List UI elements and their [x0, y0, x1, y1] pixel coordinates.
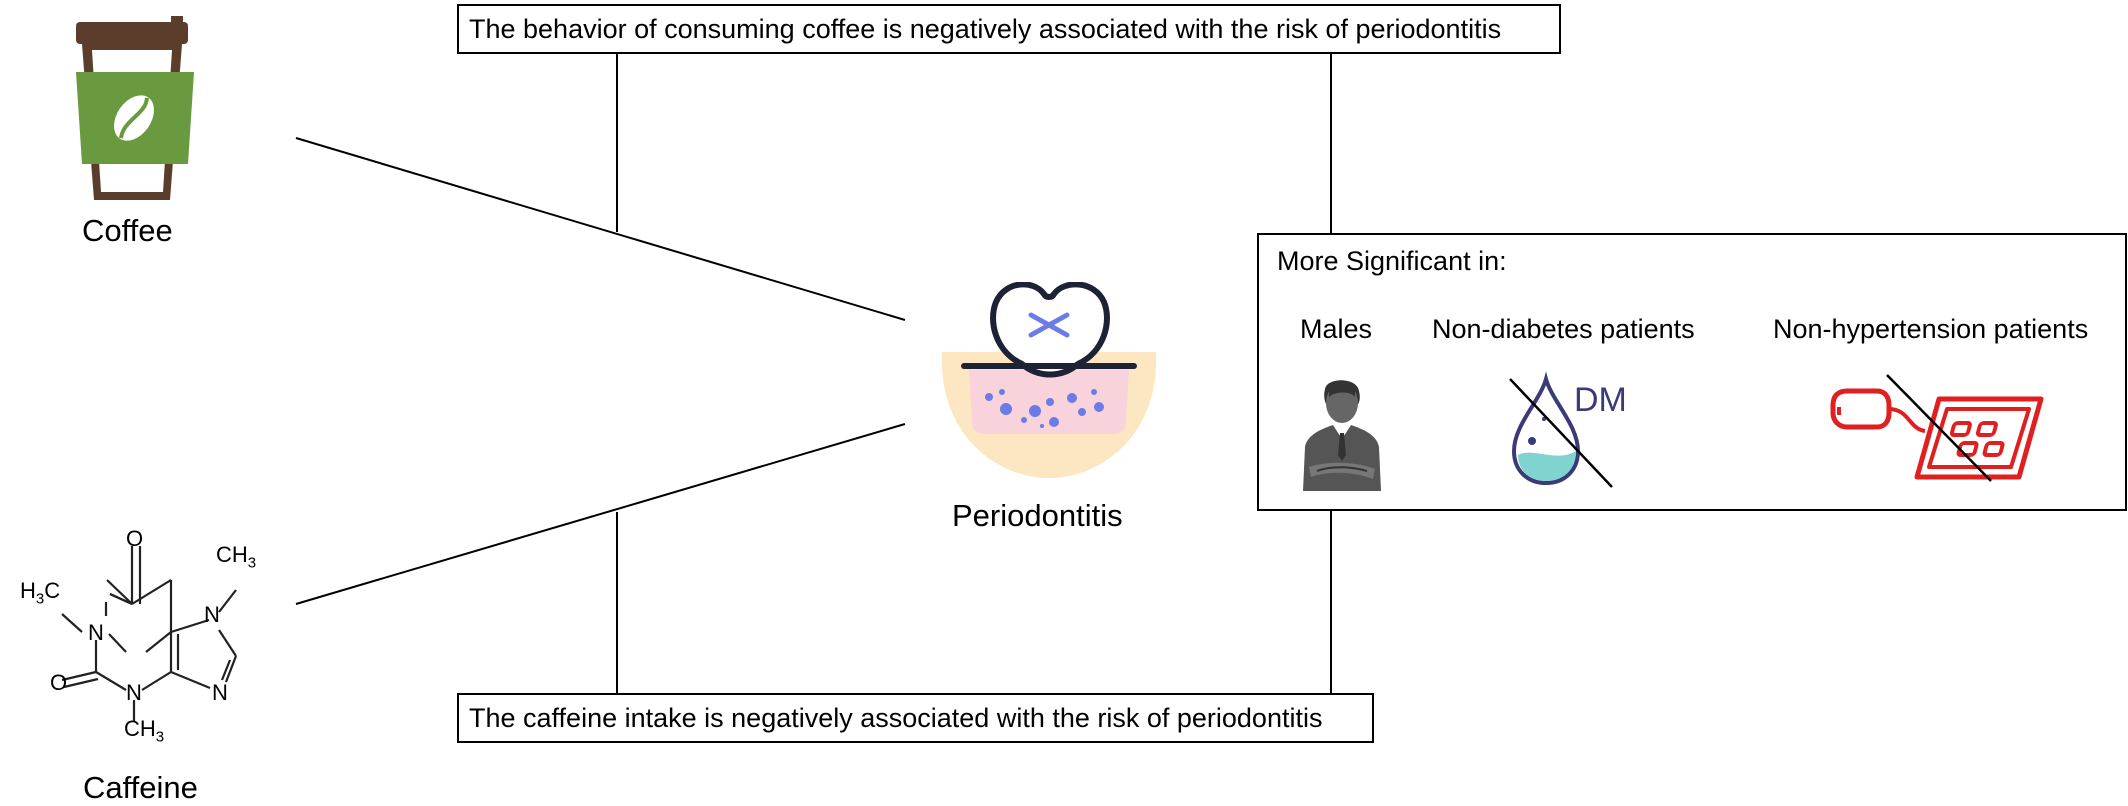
atom-h3c-subscript: 3: [35, 590, 45, 608]
group-non-diabetes-label: Non-diabetes patients: [1432, 314, 1695, 344]
atom-o-left: O: [50, 670, 68, 695]
caffeine-statement-text: The caffeine intake is negatively associ…: [469, 703, 1323, 733]
significance-box: More Significant in: Males Non-diabetes …: [1257, 233, 2127, 511]
atom-h3c-c: C: [44, 578, 61, 603]
atom-o-top: O: [126, 526, 144, 551]
atom-n1: N: [88, 620, 104, 645]
group-non-hypertension-label: Non-hypertension patients: [1773, 314, 2089, 344]
periodontitis-tooth-icon: [941, 282, 1157, 478]
atom-ch3-bottom-text: CH: [124, 716, 156, 741]
coffee-label: Coffee: [82, 213, 173, 248]
atom-n7: N: [204, 602, 220, 627]
atom-n9: N: [212, 680, 228, 705]
atom-ch3-bottom-subscript: 3: [155, 728, 165, 746]
atom-h3c-h: H: [20, 578, 36, 603]
periodontitis-label: Periodontitis: [952, 498, 1123, 533]
tooth-cross-icon: [1028, 312, 1070, 338]
atom-h3c-left: H3C: [20, 578, 60, 607]
atom-ch3-bottom: CH3: [124, 716, 164, 745]
group-males-label: Males: [1300, 314, 1373, 344]
caffeine-label: Caffeine: [83, 770, 198, 805]
atom-n3: N: [126, 680, 142, 705]
caffeine-bonds: [61, 546, 238, 722]
atom-ch3-top: CH3: [216, 542, 256, 571]
dm-text: DM: [1574, 381, 1627, 419]
coffee-to-periodontitis-line: [295, 137, 906, 321]
atom-ch3-subscript: 3: [247, 554, 257, 572]
no-diabetes-drop-icon: DM: [1509, 371, 1627, 488]
coffee-statement-text: The behavior of consuming coffee is nega…: [469, 14, 1502, 44]
male-person-icon: [1303, 380, 1381, 491]
coffee-cup-icon: [76, 16, 194, 200]
coffee-bean-icon: [114, 95, 154, 141]
caffeine-statement-box: The caffeine intake is negatively associ…: [457, 693, 1374, 743]
atom-ch3-text: CH: [216, 542, 248, 567]
significance-title: More Significant in:: [1277, 246, 1507, 276]
coffee-statement-box: The behavior of consuming coffee is nega…: [457, 4, 1561, 54]
no-blood-pressure-monitor-icon: [1830, 374, 2044, 482]
caffeine-structure: O CH3 N H3C N N O N CH3: [14, 526, 284, 745]
caffeine-to-periodontitis-line: [295, 423, 906, 605]
